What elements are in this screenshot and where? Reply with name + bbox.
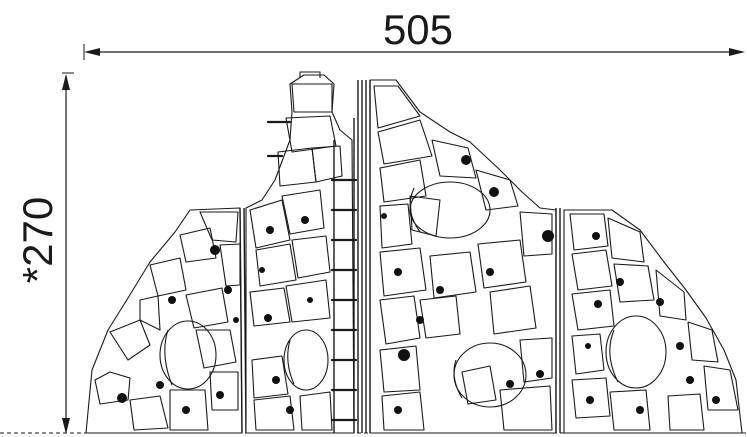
climbing-hole-right <box>605 315 667 389</box>
climbing-holds-tower <box>259 216 313 414</box>
central-tower <box>245 71 363 434</box>
left-wing-panel <box>85 207 247 434</box>
climbing-holds-right-wing <box>585 232 720 414</box>
climbing-holds-right-block <box>381 155 554 414</box>
width-dimension-label: 505 <box>383 6 453 53</box>
climbing-holds-left <box>117 245 239 414</box>
right-central-block <box>365 79 561 434</box>
climbing-hole-left <box>159 320 217 390</box>
height-dimension-label: *270 <box>14 197 61 283</box>
height-dimension <box>62 72 74 434</box>
width-dimension <box>83 44 745 60</box>
right-wing-panel <box>563 209 743 434</box>
climbing-rock-structure <box>85 71 743 434</box>
tower-rungs <box>266 120 358 422</box>
climbing-hole-tower <box>283 329 329 391</box>
